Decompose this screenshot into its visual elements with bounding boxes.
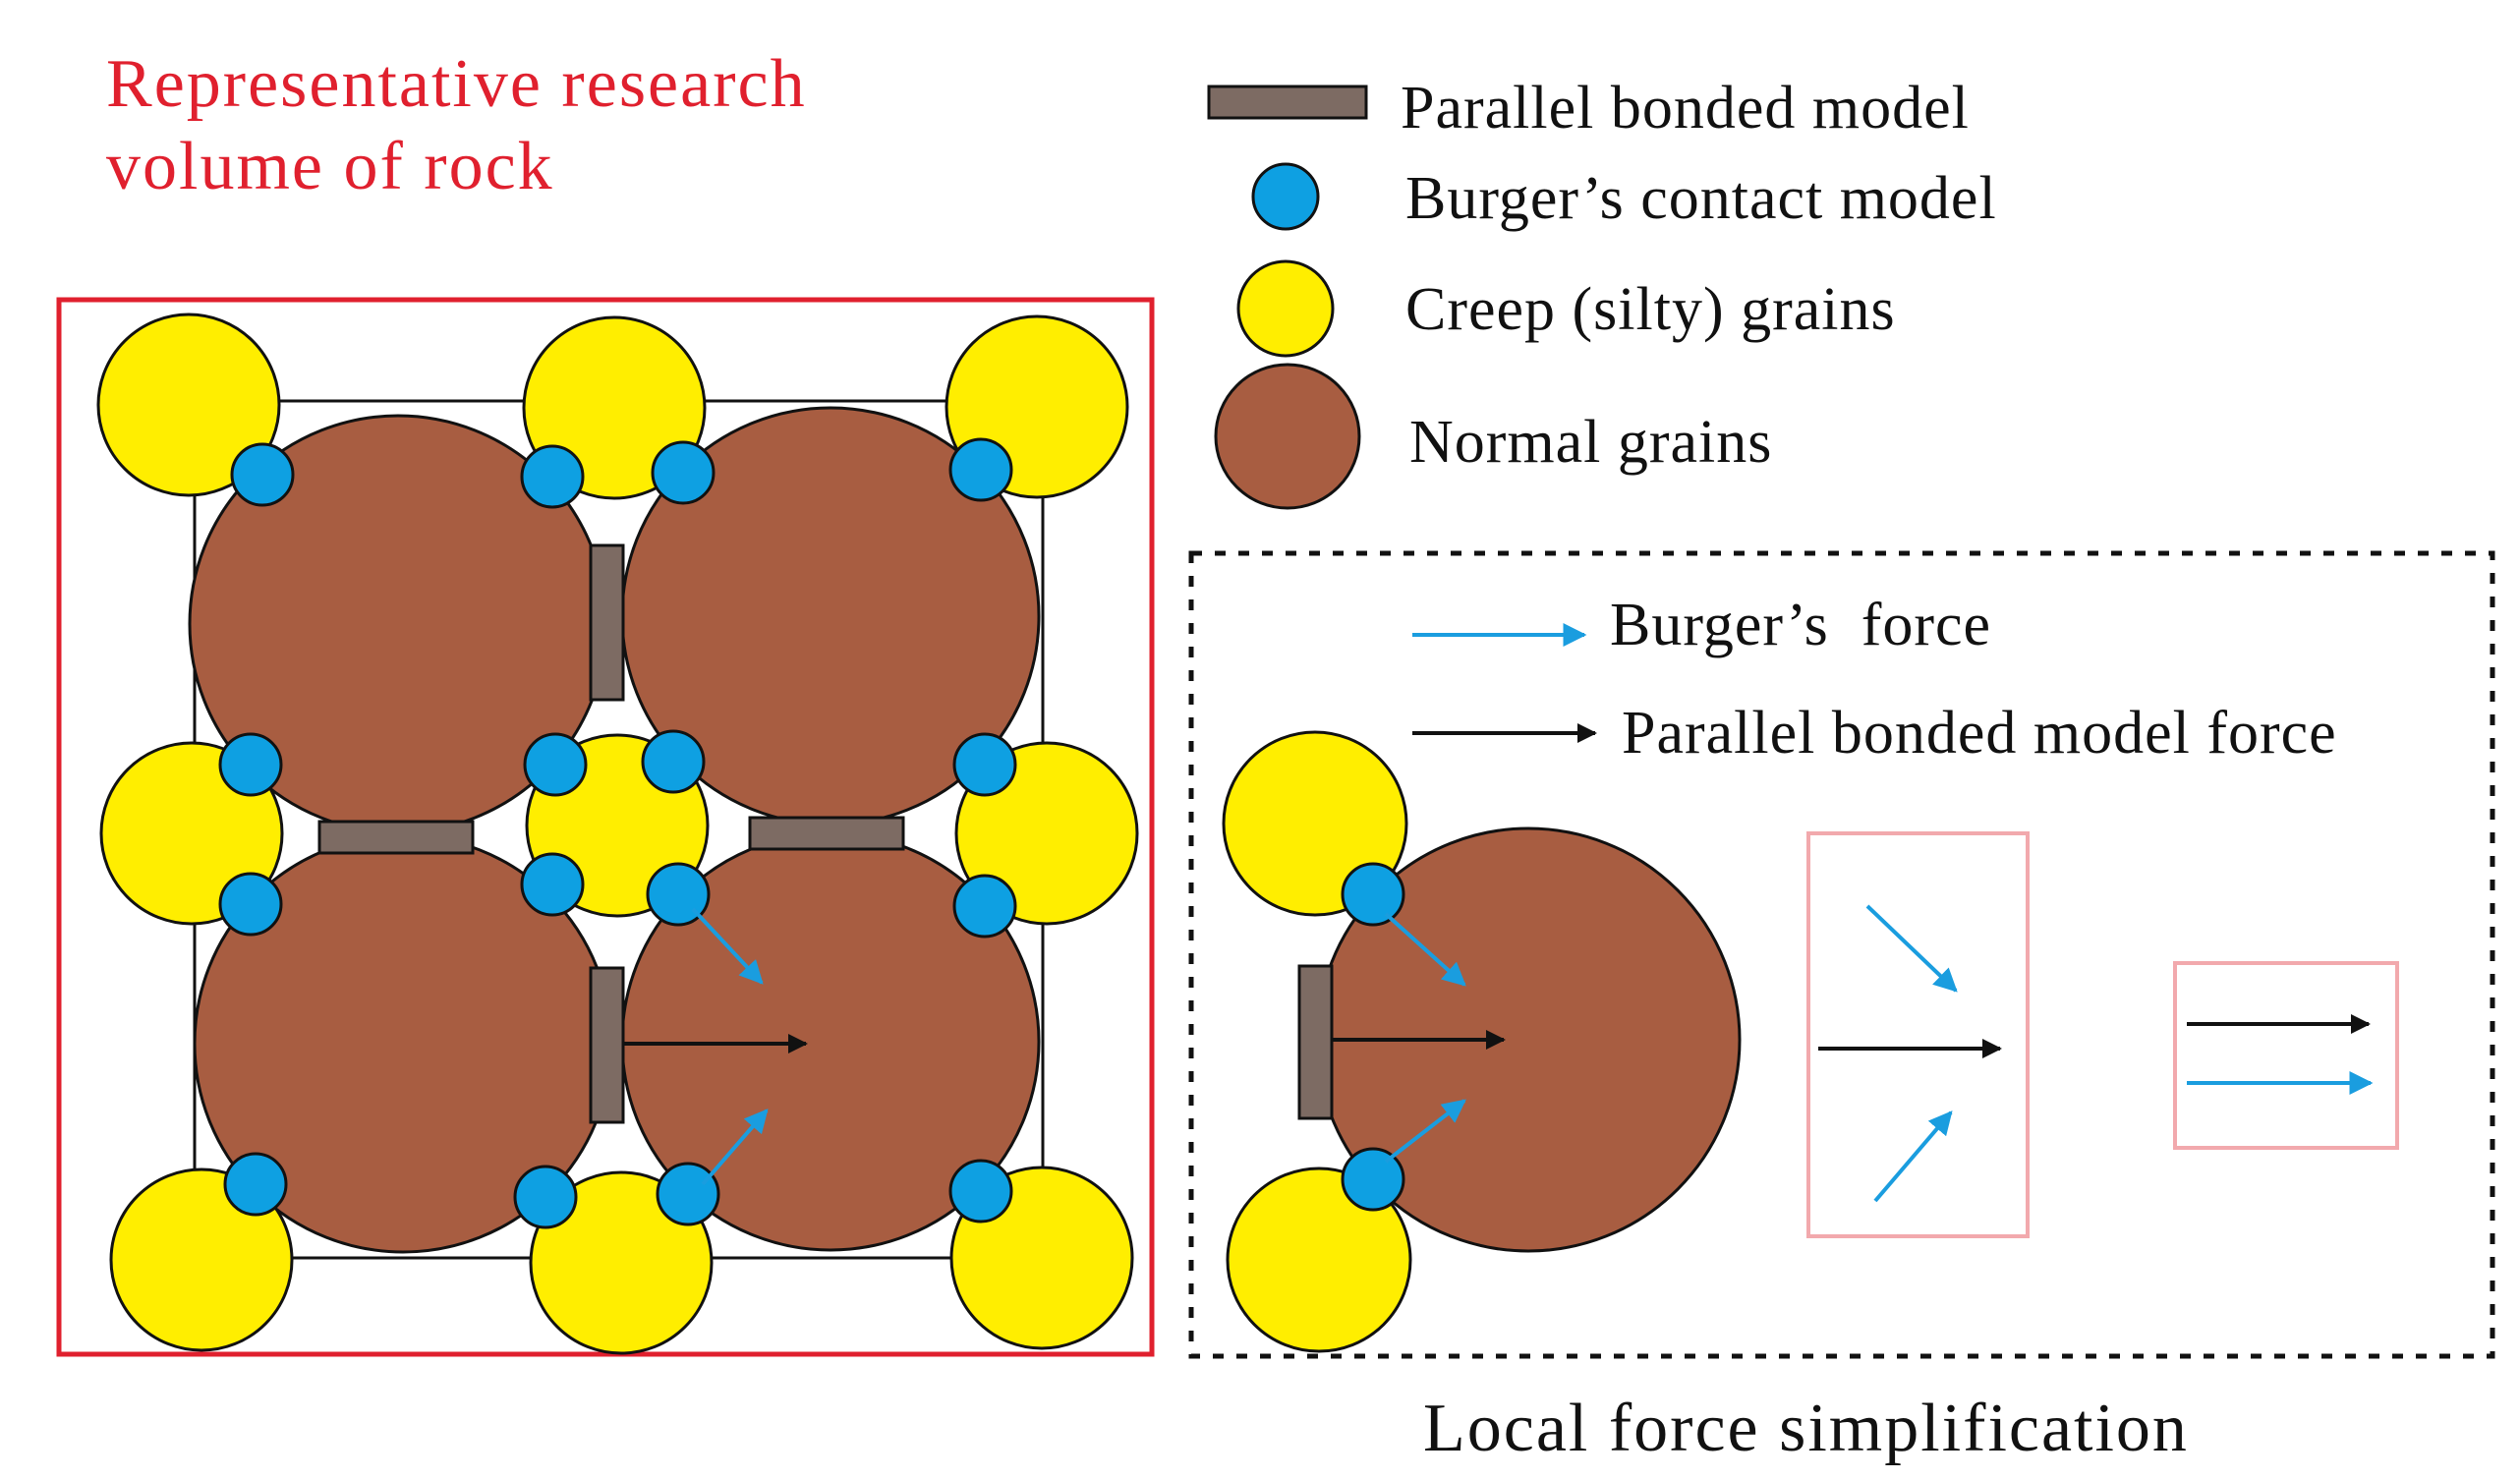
- contact: [218, 732, 283, 797]
- bond: [317, 820, 475, 855]
- burgers-force-arrow: [691, 907, 764, 985]
- creep-grain: [529, 1170, 714, 1355]
- contact: [948, 437, 1013, 502]
- contact: [523, 732, 588, 797]
- legend-bond-swatch: [1207, 85, 1368, 120]
- pink-box: [2173, 961, 2399, 1150]
- contact: [948, 1159, 1013, 1224]
- contact: [223, 1152, 288, 1217]
- legend-normal-swatch: [1214, 363, 1361, 510]
- normal-grains: [188, 406, 1041, 1254]
- creep-grain: [96, 313, 281, 497]
- contact: [520, 444, 585, 509]
- legend-normal-label: Normal grains: [1409, 409, 1772, 476]
- local-force-panel: Burger’s force Parallel bonded model for…: [1188, 550, 2495, 1359]
- panel-caption: Local force simplification: [1423, 1391, 2189, 1466]
- legend-bond-label: Parallel bonded model: [1401, 75, 1970, 142]
- bond-force-label: Parallel bonded model force: [1622, 700, 2337, 767]
- simplified-force-box: [2173, 961, 2399, 1150]
- bond: [589, 543, 625, 702]
- legend-contact-label: Burger’s contact model: [1405, 165, 1997, 232]
- burgers-force-arrow: [1384, 1099, 1466, 1164]
- burgers-contacts: [218, 437, 1017, 1229]
- bond: [1297, 964, 1334, 1120]
- creep-grain: [1226, 1167, 1412, 1353]
- contact: [651, 440, 716, 505]
- parallel-bonds: [317, 543, 905, 1124]
- burgers-force-arrow: [1873, 1110, 1953, 1203]
- contact: [520, 852, 585, 917]
- contact: [513, 1165, 578, 1229]
- grain-detail: [1222, 730, 1742, 1353]
- burgers-force-arrow: [1865, 904, 1958, 993]
- title-line-2: volume of rock: [106, 129, 554, 204]
- burgers-force-arrow: [701, 1109, 769, 1186]
- local-force-dashed-box: [1188, 550, 2495, 1359]
- contact: [952, 874, 1017, 939]
- contact: [1341, 1147, 1405, 1212]
- contact: [230, 442, 295, 507]
- bond: [748, 816, 905, 851]
- contact: [952, 732, 1017, 797]
- title-line-1: Representative research: [106, 46, 807, 122]
- contact: [641, 729, 706, 794]
- volume-frame: [56, 297, 1155, 1357]
- legend-creep-label: Creep (silty) grains: [1405, 276, 1896, 343]
- legend-creep-swatch: [1236, 259, 1335, 358]
- bond: [589, 966, 625, 1124]
- pink-box: [1806, 831, 2030, 1238]
- representative-volume: [56, 297, 1155, 1357]
- contact: [656, 1162, 720, 1226]
- burgers-force-arrow: [1384, 912, 1466, 987]
- force-components-box: [1806, 831, 2030, 1238]
- contact: [1341, 862, 1405, 927]
- legend: Parallel bonded model Burger’s contact m…: [1207, 75, 1997, 510]
- legend-contact-swatch: [1251, 162, 1320, 231]
- contact: [218, 872, 283, 937]
- burgers-force-label: Burger’s force: [1610, 592, 1991, 658]
